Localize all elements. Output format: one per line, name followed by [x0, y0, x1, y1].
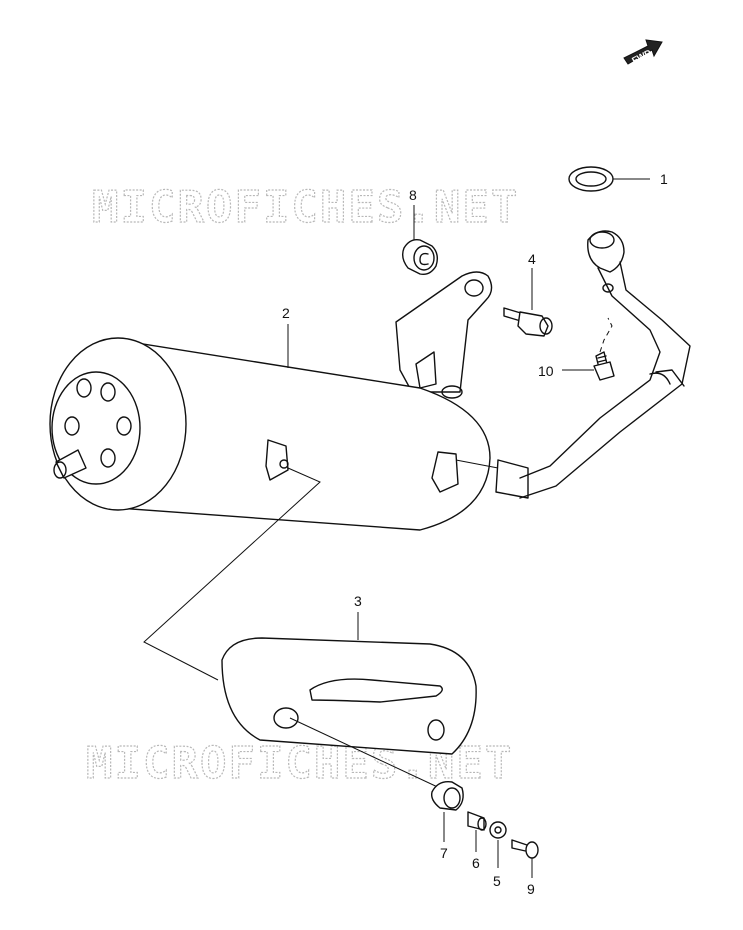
callout-4: 4 [528, 251, 536, 267]
gasket-part [568, 166, 650, 192]
exhaust-pipe [495, 230, 691, 499]
callout-5: 5 [493, 873, 501, 889]
callout-10: 10 [538, 363, 554, 379]
cushion-part-top [401, 205, 439, 276]
callout-1: 1 [660, 171, 668, 187]
callout-8: 8 [409, 187, 417, 203]
muffler-protector [221, 612, 477, 755]
callout-7: 7 [440, 845, 448, 861]
bolt-part-4 [503, 268, 553, 337]
forward-arrow-icon: FWD [623, 39, 663, 66]
watermark-top: MICROFICHES.NET [92, 182, 519, 233]
hardware-parts [289, 717, 539, 878]
callout-3: 3 [354, 593, 362, 609]
callout-2: 2 [282, 305, 290, 321]
bolt-part-10 [562, 317, 615, 381]
assembly-leader-lines [143, 467, 321, 681]
callout-9: 9 [527, 881, 535, 897]
callout-6: 6 [472, 855, 480, 871]
muffler-body [49, 324, 499, 531]
muffler-bracket [395, 271, 493, 399]
